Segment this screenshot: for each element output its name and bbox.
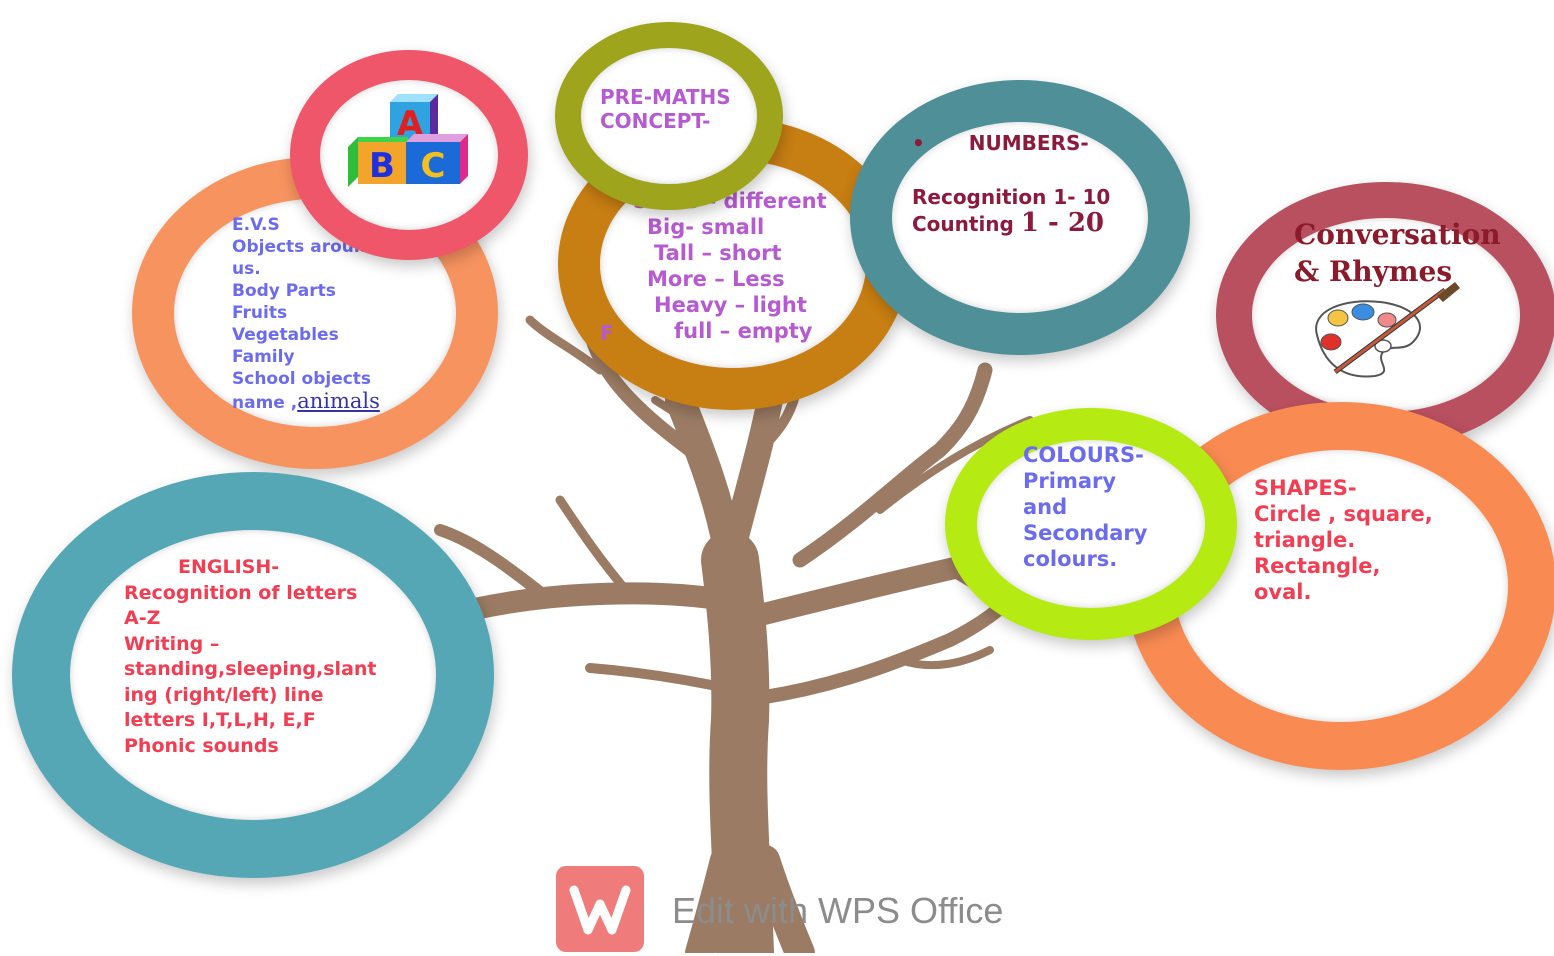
conversation-line: & Rhymes [1294,255,1453,288]
concept-line: Tall – short [654,241,782,265]
evs-line: Family [232,347,295,367]
shapes-line: Rectangle, [1254,554,1381,578]
english-line: A-Z [124,607,161,629]
colours-text: COLOURS- Primary and Secondary colours. [1023,442,1147,572]
wps-logo-letter: W [600,949,601,951]
english-line: standing,sleeping,slant [124,658,377,680]
english-line: letters I,T,L,H, E,F [124,709,316,731]
numbers-recognition: Recognition 1- 10 [912,185,1111,209]
english-line: Writing – [124,632,220,655]
concept-line: More – Less [647,267,785,291]
block-letter-b: B [369,146,395,186]
abc-blocks-icon: A B C [348,94,468,187]
colours-line: Primary [1023,469,1117,493]
pre-maths-text: PRE-MATHS CONCEPT- [600,85,731,133]
shapes-line: Circle , square, [1254,502,1433,526]
tree-trunk [701,531,774,953]
evs-line: Body Parts [232,281,336,301]
english-line: Recognition of letters [124,581,358,604]
english-line: Phonic sounds [124,734,279,757]
bullet-icon: • [912,131,925,155]
concept-line: Big- small [647,215,765,239]
evs-line: Fruits [232,303,288,323]
shapes-line: SHAPES- [1254,476,1357,500]
concept-line: full – empty [674,319,813,343]
shapes-text: SHAPES- Circle , square, triangle. Recta… [1254,475,1433,605]
english-text: ENGLISH- Recognition of letters A-Z Writ… [124,555,377,759]
english-line: ing (right/left) line [124,683,324,706]
evs-last-word: animals [297,389,380,413]
numbers-title: NUMBERS- [968,131,1089,155]
colours-line: COLOURS- [1023,443,1144,467]
pre-maths-line: PRE-MATHS [600,85,731,109]
block-letter-c: C [421,146,446,186]
evs-last-prefix: name , [232,393,298,413]
conversation-text: Conversation & Rhymes [1294,216,1501,290]
evs-line: us. [232,259,261,279]
numbers-text: • NUMBERS- Recognition 1- 10 Counting 1 -… [912,130,1110,237]
colours-line: colours. [1023,547,1118,571]
english-title: ENGLISH- [178,556,280,578]
wps-logo-icon[interactable]: W [556,866,644,952]
shapes-line: triangle. [1254,528,1356,552]
colours-line: Secondary [1023,521,1148,545]
paint-palette-icon [1315,282,1460,378]
numbers-counting-label: Counting [912,212,1014,236]
numbers-counting-row: Counting 1 - 20 [912,210,1110,237]
evs-line: Vegetables [232,325,339,345]
pre-maths-line: CONCEPT- [600,109,711,133]
concept-line: Heavy – light [654,293,807,317]
colours-line: and [1023,495,1068,519]
numbers-title-row: • NUMBERS- [912,130,1110,156]
evs-line: E.V.S [232,215,280,235]
concepts-text: Same – different Big- small Tall – short… [633,188,827,344]
numbers-counting-range: 1 - 20 [1020,208,1105,238]
conversation-line: Conversation [1294,218,1501,251]
concepts-stray-letter: F [600,321,614,345]
wps-edit-link[interactable]: Edit with WPS Office [672,890,1004,931]
evs-line: School objects [232,369,372,389]
shapes-line: oval. [1254,580,1312,604]
evs-line-last: name ,animals [232,390,380,414]
